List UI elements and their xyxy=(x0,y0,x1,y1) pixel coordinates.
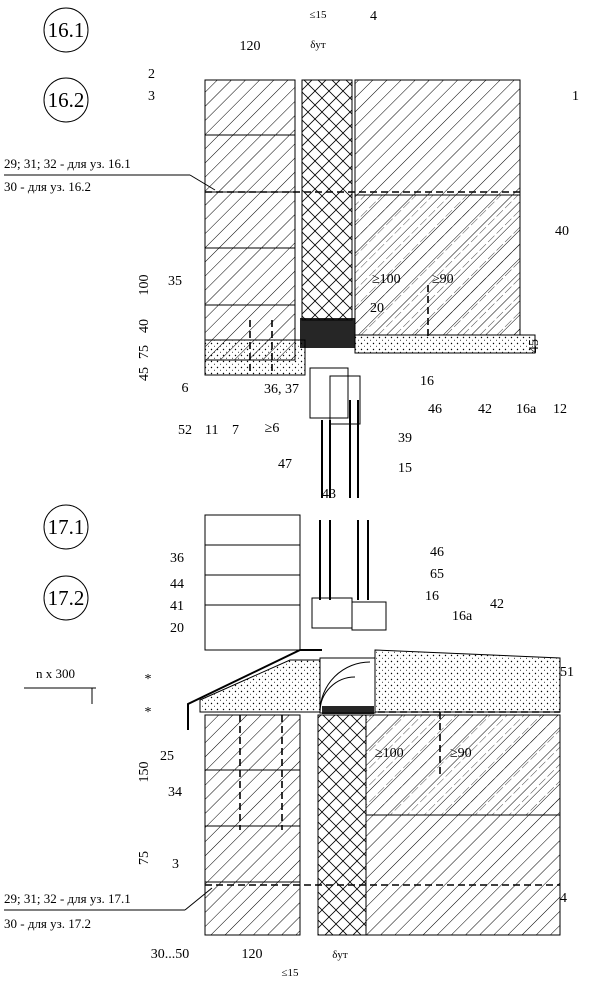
dim-100: 100 xyxy=(137,275,152,296)
label-51: 51 xyxy=(560,665,574,680)
dim-75: 75 xyxy=(137,345,152,359)
frame-seal-top xyxy=(300,318,355,348)
note-bottom-a: 29; 31; 32 - для уз. 17.1 xyxy=(4,891,131,906)
window-frame-top xyxy=(309,367,361,498)
label-40: 40 xyxy=(555,224,569,239)
node-circle-16-2 xyxy=(43,77,89,123)
slab-layer-top xyxy=(354,334,536,354)
label-16ab: 16a xyxy=(452,609,473,624)
node-label-17-1: 17.1 xyxy=(48,515,85,539)
sill-mortar xyxy=(199,659,321,713)
dim-star-1: * xyxy=(145,672,152,687)
label-16a: 16a xyxy=(516,402,537,417)
dim-gap-15: ≤15 xyxy=(309,9,327,21)
label-16: 16 xyxy=(420,374,434,389)
window-frame-bottom xyxy=(311,520,387,631)
label-39: 39 xyxy=(398,431,412,446)
node-circle-17-2 xyxy=(43,575,89,621)
sill-board-top xyxy=(204,339,306,376)
bottom-detail: 17.1 17.2 xyxy=(4,487,574,979)
node-circle-17-1 xyxy=(43,504,89,550)
dim-90c: ≥90 xyxy=(450,746,472,761)
label-12: 12 xyxy=(553,402,567,417)
dim-45r: 45 xyxy=(527,339,542,353)
label-3: 3 xyxy=(148,89,155,104)
label-4: 4 xyxy=(370,9,377,24)
brick-upper-bottom xyxy=(204,514,301,651)
label-65: 65 xyxy=(430,567,444,582)
dim-gap-15-bottom: ≤15 xyxy=(281,967,299,979)
label-1: 1 xyxy=(572,89,579,104)
label-25: 25 xyxy=(160,749,174,764)
brick-lower xyxy=(204,714,301,936)
sill-flashing-20 xyxy=(187,649,322,730)
label-41: 41 xyxy=(170,599,184,614)
label-4-bottom: 4 xyxy=(560,891,567,906)
brick-joints-lower xyxy=(205,769,300,883)
note-top-leader xyxy=(189,174,216,191)
label-47: 47 xyxy=(278,457,292,472)
label-3-bottom: 3 xyxy=(172,857,179,872)
dim-brick-120-bottom: 120 xyxy=(242,947,263,962)
insulation-arc-2 xyxy=(319,676,356,713)
node-label-16-2: 16.2 xyxy=(48,88,85,112)
dim-6b: ≥6 xyxy=(265,421,280,436)
brick-joints-upper xyxy=(205,544,300,606)
dim-90b: ≥90 xyxy=(432,272,454,287)
section-mark-label: n x 300 xyxy=(36,666,75,681)
dim-75b: 75 xyxy=(137,851,152,865)
dim-20: 20 xyxy=(370,301,384,316)
node-label-17-2: 17.2 xyxy=(48,586,85,610)
dim-insul-bottom: δут xyxy=(332,949,348,961)
label-11: 11 xyxy=(205,423,218,438)
dim-45: 45 xyxy=(137,367,152,381)
note-bottom-leader xyxy=(184,887,213,911)
label-15: 15 xyxy=(398,461,412,476)
label-2: 2 xyxy=(148,67,155,82)
insulation-lower xyxy=(317,714,367,936)
label-16b: 16 xyxy=(425,589,439,604)
label-35: 35 xyxy=(168,274,182,289)
label-43: 43 xyxy=(322,487,336,502)
dim-brick-120: 120 xyxy=(240,39,261,54)
label-44: 44 xyxy=(170,577,184,592)
dim-150: 150 xyxy=(137,762,152,783)
seal-strip xyxy=(322,706,374,714)
dim-100c: ≥100 xyxy=(375,746,404,761)
lintel-40 xyxy=(354,194,521,336)
node-label-16-1: 16.1 xyxy=(48,18,85,42)
dim-star-2: * xyxy=(145,705,152,720)
dim-30-50: 30...50 xyxy=(151,947,190,962)
top-detail: 16.1 16.2 xyxy=(4,7,579,498)
note-top-b: 30 - для уз. 16.2 xyxy=(4,179,91,194)
label-42b: 42 xyxy=(490,597,504,612)
brick-facing-wall-top xyxy=(204,79,296,361)
dim-40: 40 xyxy=(137,319,152,333)
label-46: 46 xyxy=(428,402,442,417)
label-52: 52 xyxy=(178,423,192,438)
label-7: 7 xyxy=(232,423,239,438)
note-top-a: 29; 31; 32 - для уз. 16.1 xyxy=(4,156,131,171)
note-bottom-b: 30 - для уз. 17.2 xyxy=(4,916,91,931)
label-34: 34 xyxy=(168,785,182,800)
label-36-37: 36, 37 xyxy=(264,382,299,397)
dim-6: 6 xyxy=(182,381,189,396)
node-circle-16-1 xyxy=(43,7,89,53)
label-20: 20 xyxy=(170,621,184,636)
slab-51 xyxy=(374,649,561,713)
insulation-block xyxy=(319,657,376,714)
label-46b: 46 xyxy=(430,545,444,560)
dim-insul-top: δут xyxy=(310,39,326,51)
label-42: 42 xyxy=(478,402,492,417)
insulation-top xyxy=(301,79,353,321)
lintel-lower xyxy=(365,714,561,816)
label-36: 36 xyxy=(170,551,184,566)
dim-100b: ≥100 xyxy=(372,272,401,287)
